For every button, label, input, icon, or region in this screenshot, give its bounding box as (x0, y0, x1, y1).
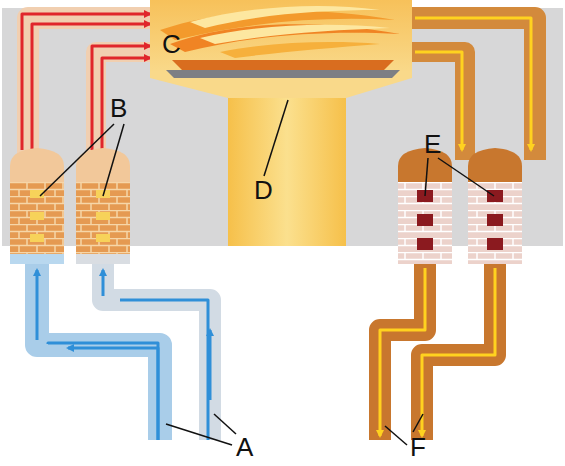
pedestal (228, 94, 346, 246)
leader-lines (40, 100, 494, 445)
flames (160, 6, 400, 58)
hearth-plate (166, 70, 400, 78)
right-regenerators (398, 148, 522, 264)
callout-letter: E (424, 130, 441, 158)
exhaust-ducts (405, 18, 535, 160)
molten-bath (172, 60, 394, 70)
callout-letter: A (236, 433, 253, 461)
callout-letter: F (410, 433, 426, 461)
furnace-chamber (150, 0, 412, 72)
callout-letter: C (162, 30, 181, 58)
callout-letter: D (254, 176, 273, 204)
hot-air-ducts (22, 14, 160, 160)
exhaust-outlet-ducts (380, 264, 495, 440)
air-inlet-ducts (37, 264, 210, 440)
callout-letter: B (110, 94, 127, 122)
